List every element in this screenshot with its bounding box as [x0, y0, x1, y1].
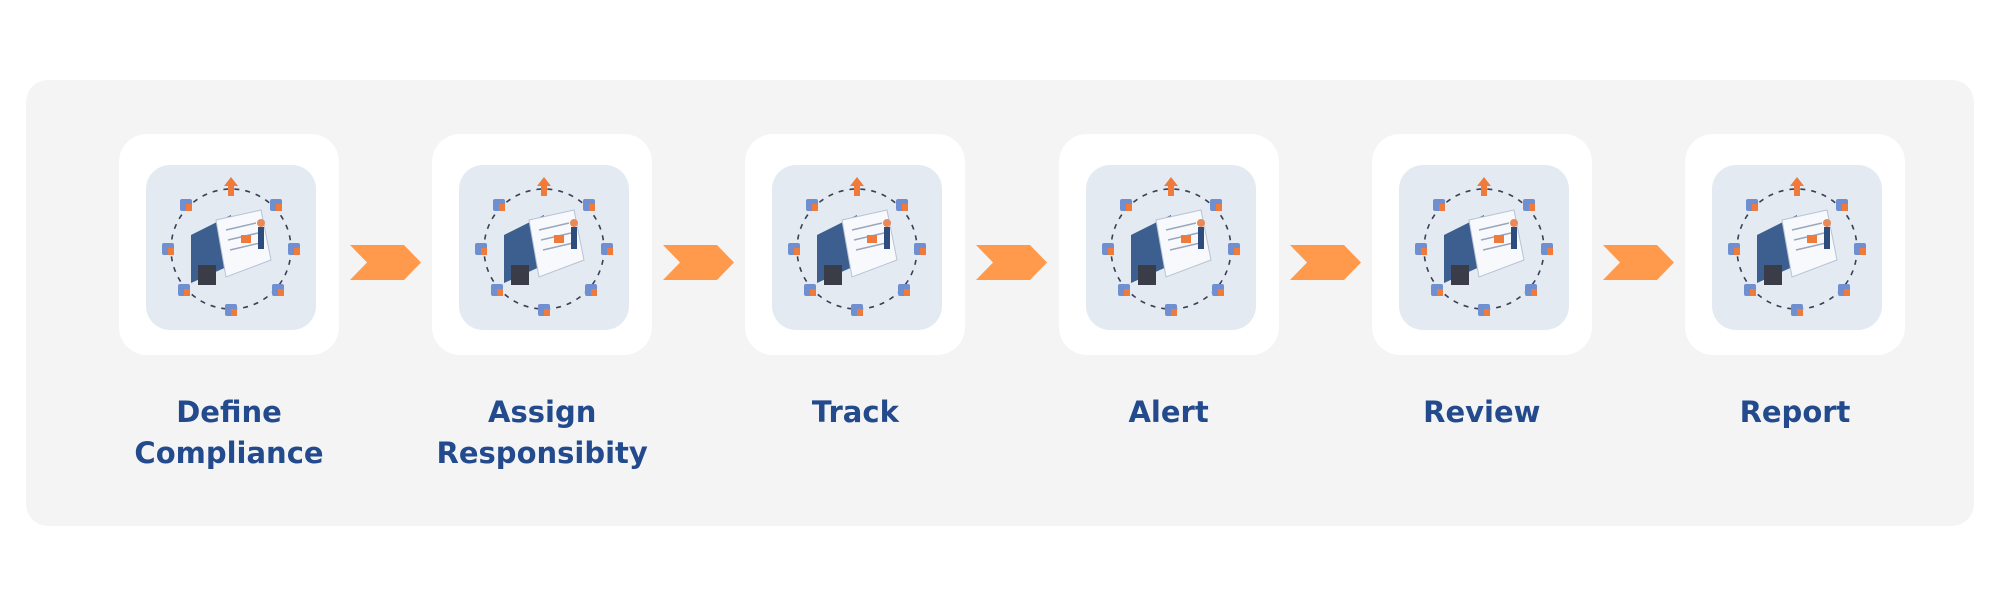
- chevron-arrow-icon: [663, 245, 735, 280]
- alert-icon: [1085, 165, 1256, 330]
- report-icon: [1712, 165, 1882, 330]
- step-label: Review: [1312, 392, 1652, 433]
- step-assign: Assign Responsibity: [432, 134, 653, 470]
- step-label-line1: Track: [811, 395, 899, 429]
- step-card: [745, 134, 966, 355]
- step-label-line2: Responsibity: [436, 436, 648, 470]
- step-label: Track: [685, 392, 1025, 433]
- chevron-arrow-icon: [1289, 245, 1361, 280]
- step-label-line1: Alert: [1128, 395, 1209, 429]
- chevron-arrow-icon: [350, 245, 421, 280]
- step-label-line1: Define: [176, 395, 282, 429]
- chevron-arrow-icon: [976, 245, 1048, 280]
- step-card: [1685, 134, 1905, 355]
- step-card: [119, 134, 339, 355]
- track-icon: [772, 165, 943, 330]
- step-card: [1058, 134, 1279, 355]
- step-label: Alert: [999, 392, 1339, 433]
- step-label-line2: Compliance: [134, 436, 324, 470]
- step-review: Review: [1371, 134, 1592, 429]
- step-card: [432, 134, 653, 355]
- step-label: Define Compliance: [59, 392, 399, 474]
- step-alert: Alert: [1058, 134, 1279, 429]
- step-label-line1: Assign: [488, 395, 597, 429]
- process-panel: [26, 80, 1974, 526]
- step-label-line1: Review: [1423, 395, 1541, 429]
- review-icon: [1398, 165, 1569, 330]
- step-report: Report: [1685, 134, 1905, 429]
- step-card: [1371, 134, 1592, 355]
- step-label: Report: [1625, 392, 1965, 433]
- step-track: Track: [745, 134, 966, 429]
- step-label: Assign Responsibity: [372, 392, 712, 474]
- step-label-line1: Report: [1739, 395, 1851, 429]
- define-compliance-icon: [146, 165, 316, 330]
- assign-responsibility-icon: [459, 165, 630, 330]
- chevron-arrow-icon: [1602, 245, 1674, 280]
- step-define: Define Compliance: [119, 134, 339, 470]
